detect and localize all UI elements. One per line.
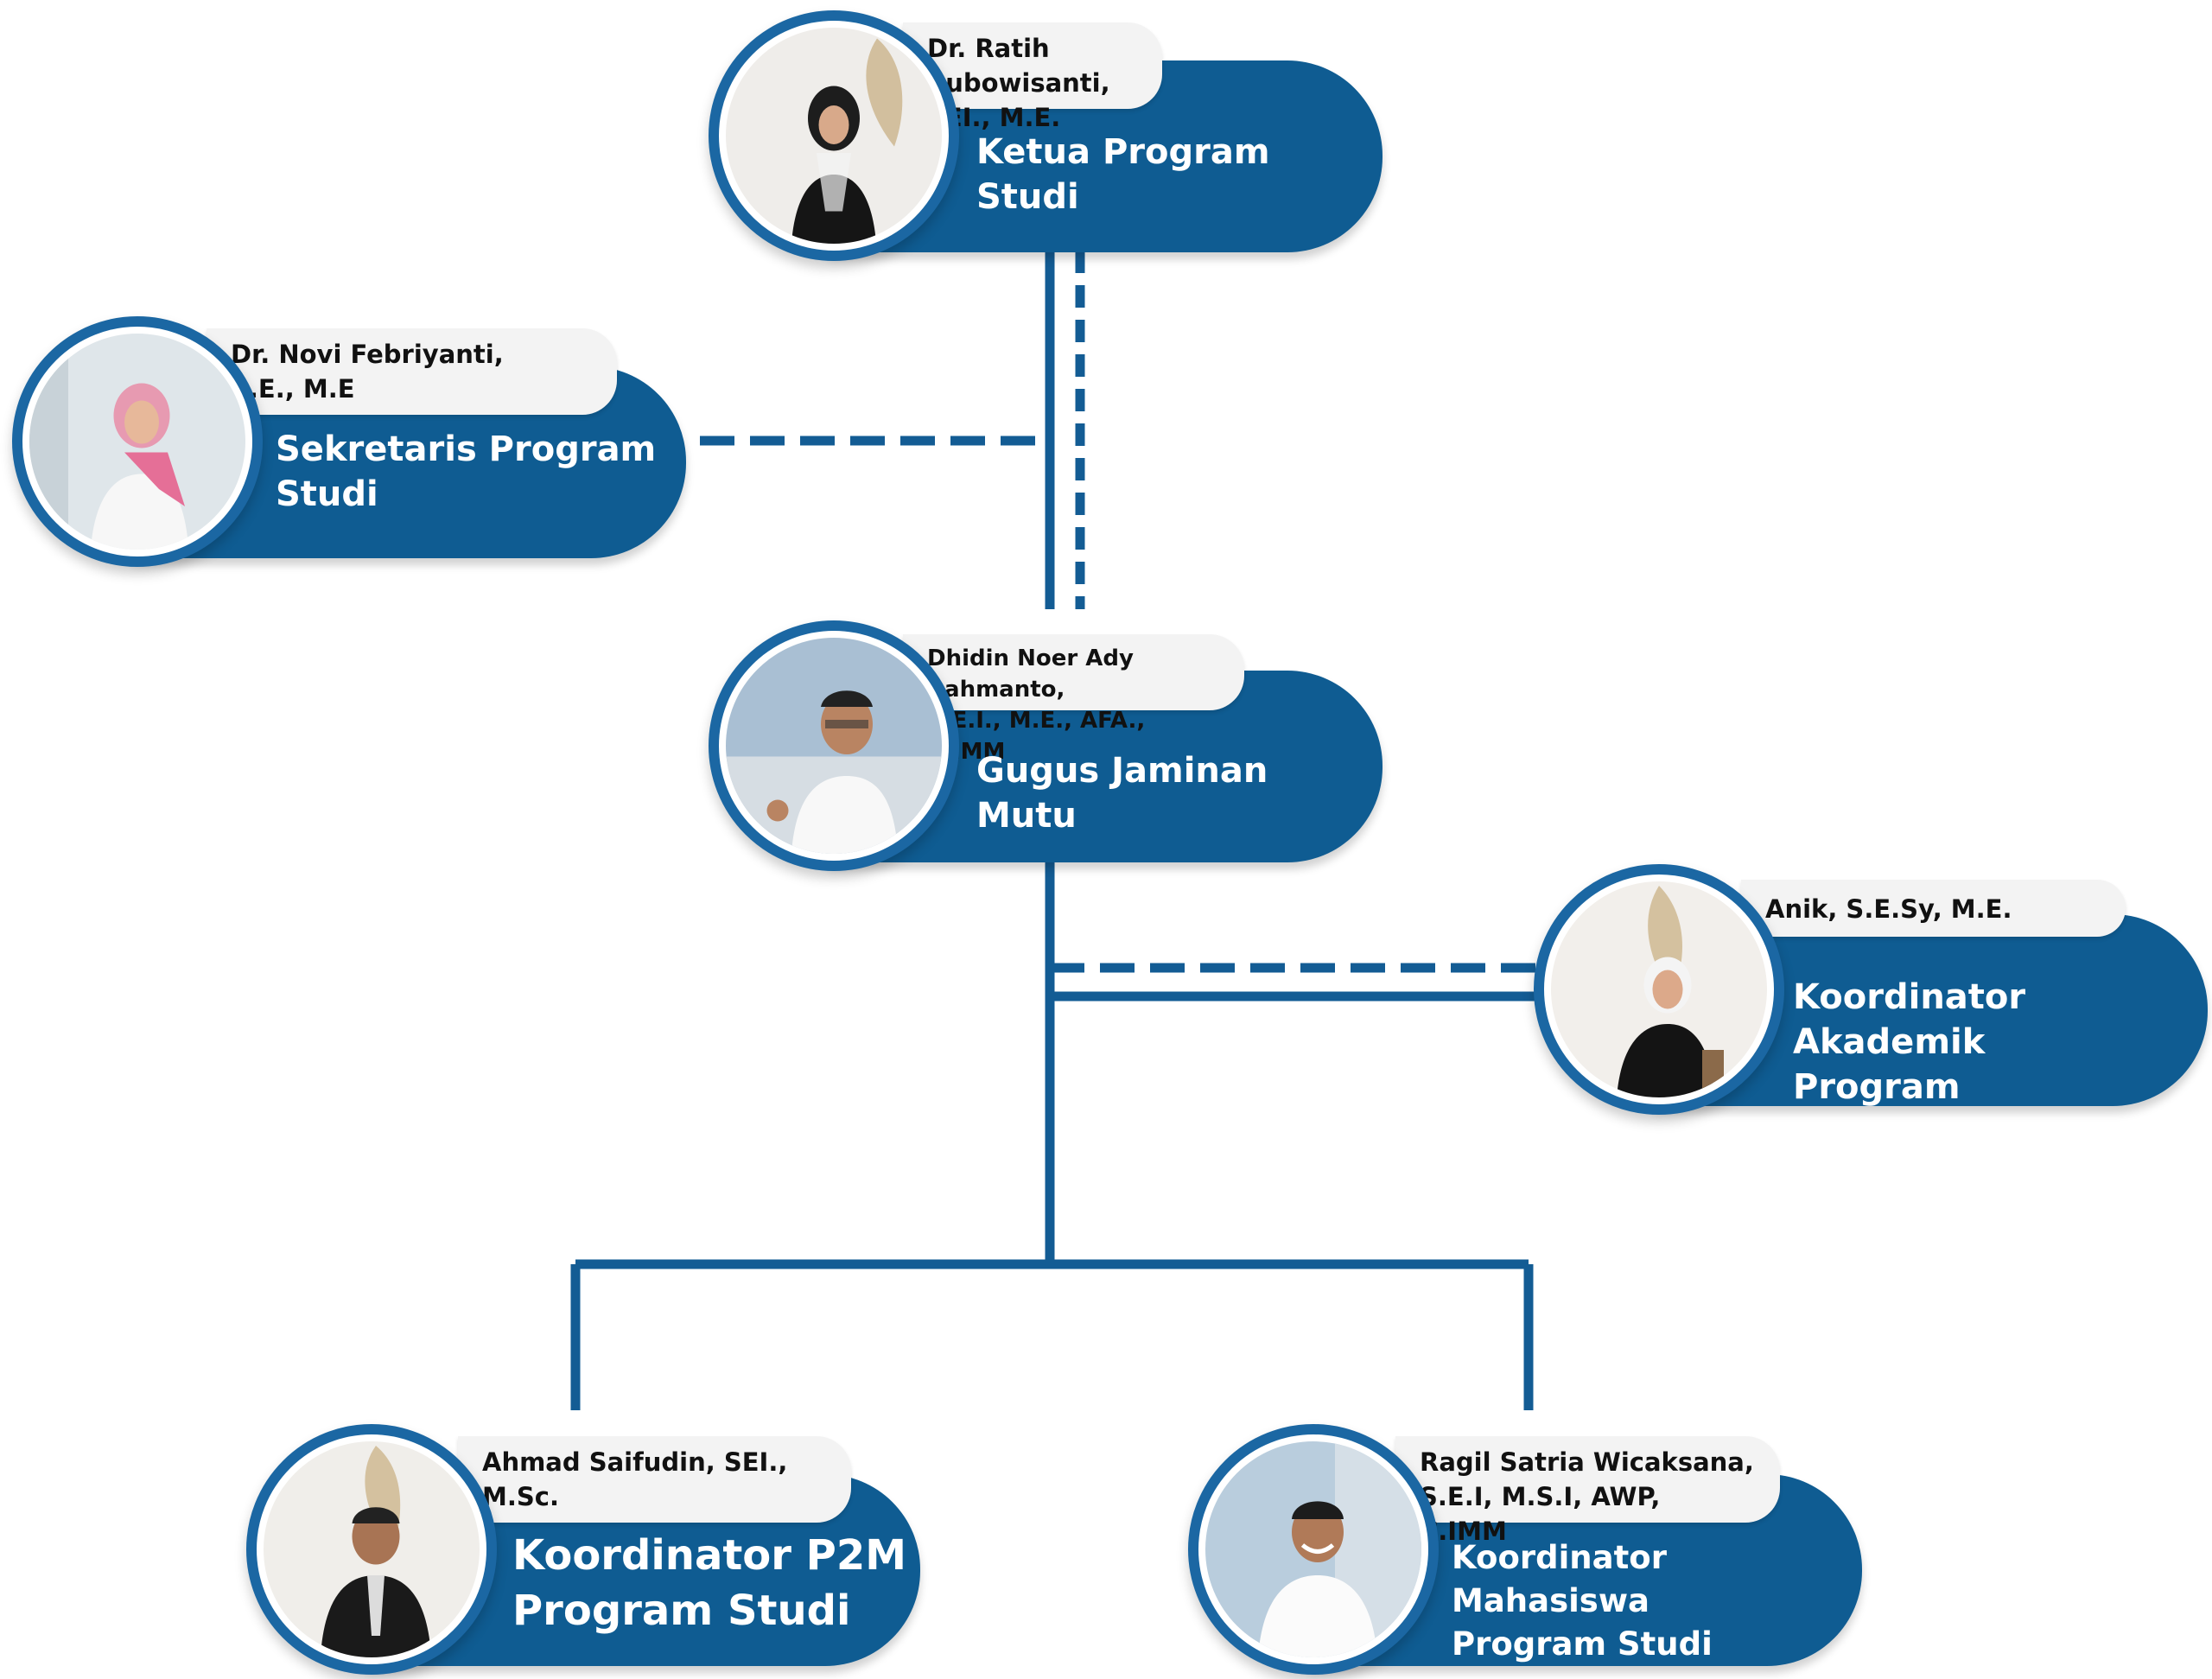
node-akademik: Anik, S.E.Sy, M.E. Koordinator Akademik … [1534,864,2208,1119]
person-name: Anik, S.E.Sy, M.E. [1741,880,2126,937]
portrait-photo [264,1441,480,1657]
role-title: Sekretaris Program Studi [276,429,657,514]
role-title: Koordinator Mahasiswa Program Studi [1452,1539,1713,1663]
node-mahasiswa: Ragil Satria Wicaksana, S.E.I, M.S.I, AW… [1188,1424,1862,1679]
portrait-photo [1551,881,1767,1097]
role-title: Koordinator P2M Program Studi [512,1531,906,1635]
node-p2m: Ahmad Saifudin, SEI., M.Sc. Koordinator … [246,1424,920,1679]
portrait-photo [1205,1441,1421,1657]
person-name: Dr. Novi Febriyanti, S.E., M.E [207,328,617,415]
portrait-photo [29,334,245,550]
node-sekretaris: Dr. Novi Febriyanti, S.E., M.E Sekretari… [12,316,686,571]
node-ketua: Dr. Ratih Pubowisanti, SEI., M.E. Ketua … [709,10,1382,265]
person-name: Dhidin Noer Ady Rahmanto, S.E.I., M.E., … [903,634,1244,765]
node-gjm: Dhidin Noer Ady Rahmanto, S.E.I., M.E., … [709,620,1382,875]
role-title: Koordinator Akademik Program [1793,977,2026,1107]
role-title: Gugus Jaminan Mutu [976,751,1268,836]
person-name: Ahmad Saifudin, SEI., M.Sc. [458,1436,851,1523]
portrait-photo [726,28,942,244]
role-title: Ketua Program Studi [976,132,1270,217]
person-name: Ragil Satria Wicaksana, S.E.I, M.S.I, AW… [1395,1436,1780,1546]
person-name: Dr. Ratih Pubowisanti, SEI., M.E. [903,22,1162,132]
portrait-photo [726,638,942,854]
